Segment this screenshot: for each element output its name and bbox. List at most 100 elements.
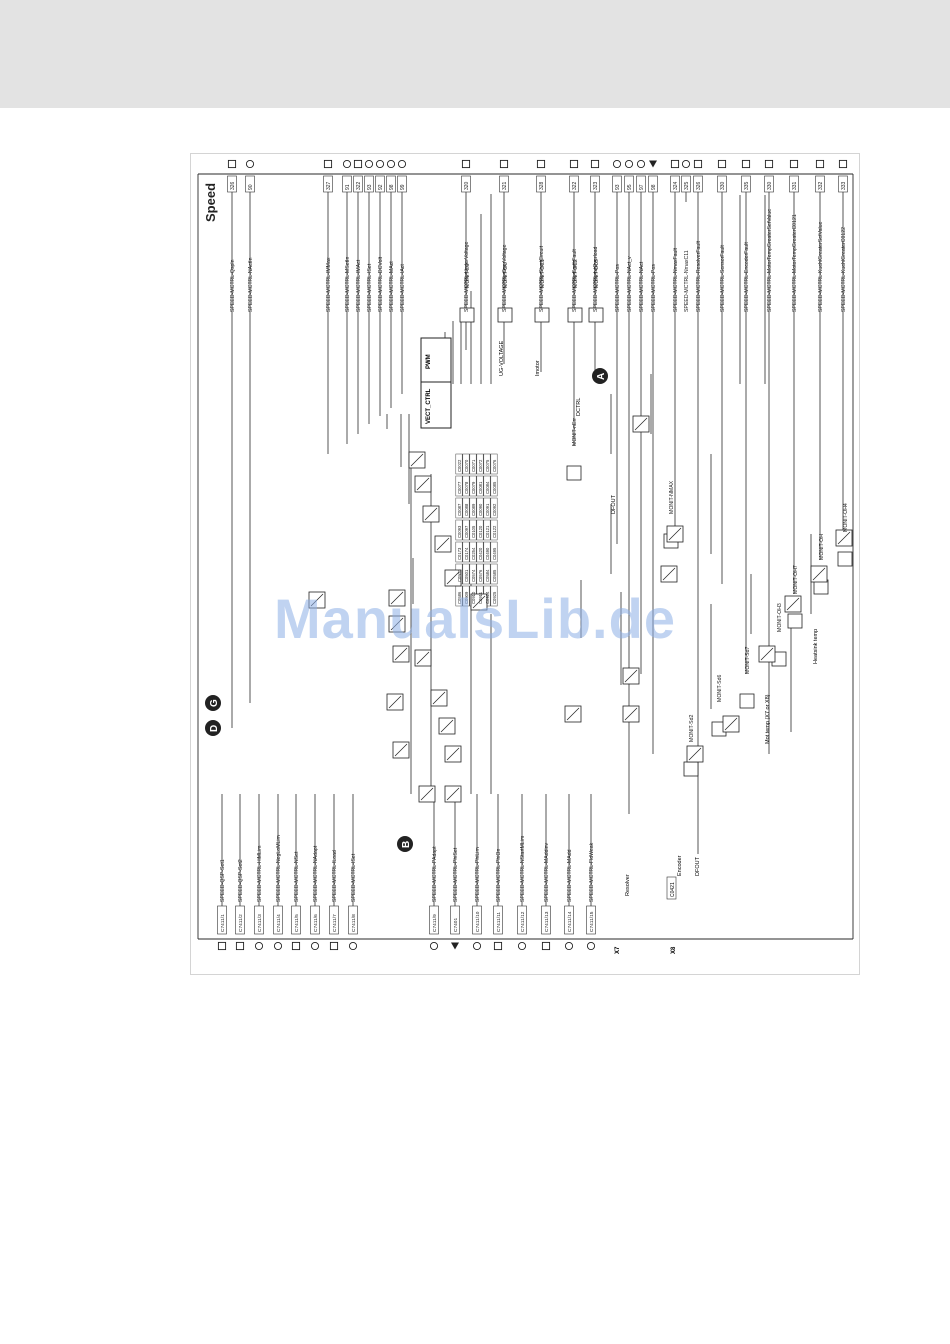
- bottom-input-code: C7411/13: [544, 911, 550, 932]
- function-block-symbol: [472, 595, 486, 609]
- top-output-label: SPEED-MCTRL-ShortCircuit: [539, 245, 545, 312]
- dctrl-label: DCTRL: [576, 398, 582, 416]
- top-output-pin: [342, 159, 352, 169]
- param-code-label: C0087: [457, 503, 462, 516]
- top-output-label: SPEED-MCTRL-DCVolt: [378, 256, 384, 312]
- monitor-block: [588, 307, 604, 323]
- param-code-label: C0022: [457, 459, 462, 472]
- param-code-label: C0120: [478, 525, 483, 538]
- bottom-input-pin: [217, 941, 227, 951]
- top-output-pin: [353, 159, 363, 169]
- input-code-box: [329, 905, 339, 935]
- marker-a-label: A: [596, 373, 607, 380]
- monitor-label: MONIT-OH: [819, 534, 825, 560]
- top-output-label: SPEED-MCTRL-IxtOverload: [593, 246, 599, 312]
- function-block-symbol: [446, 787, 460, 801]
- monitor-label: MONIT-OH7: [793, 565, 799, 594]
- param-code-label: C0576: [478, 569, 483, 582]
- top-output-code: 326: [696, 181, 702, 190]
- pwm-label: PWM: [426, 354, 432, 369]
- top-output-code: 327: [326, 181, 332, 190]
- function-block-symbol: [390, 591, 404, 605]
- param-code-box: [490, 453, 498, 475]
- bottom-input-code: C7411/6: [313, 914, 319, 932]
- heatsink-temp-label: Heatsink temp: [813, 629, 819, 664]
- bottom-input-label: SPEED-MCTRL-FldWeak: [589, 842, 595, 902]
- function-block-symbol: [394, 743, 408, 757]
- top-output-label: SPEED-MCTRL-NActIn: [248, 257, 254, 312]
- function-block-symbol: [668, 527, 682, 541]
- param-code-label: C0105: [471, 525, 476, 538]
- monitor-block: [837, 551, 853, 567]
- top-output-label: SPEED-MCTRL-EncoderFault: [744, 242, 750, 312]
- function-block-symbol: [446, 747, 460, 761]
- input-code-box: [564, 905, 574, 935]
- param-code-box: [462, 541, 470, 563]
- monitor-block: [566, 465, 582, 481]
- param-code-label: C0500: [457, 569, 462, 582]
- param-code-label: C0501: [464, 569, 469, 582]
- param-code-label: C0084: [485, 481, 490, 494]
- param-code-label: C0071: [471, 459, 476, 472]
- monitor-label: MONIT-LU: [465, 263, 471, 288]
- function-block-symbol: [432, 691, 446, 705]
- top-output-label: SPEED-MCTRL-IMMax: [326, 257, 332, 312]
- param-code-label: C0925: [492, 591, 497, 604]
- output-code-box: [569, 175, 579, 193]
- input-code-box: [254, 905, 264, 935]
- bottom-input-label: SPEED-MCTRL-PAdapt: [432, 846, 438, 902]
- top-output-label: SPEED-MCTRL-KuehlGreaterSetValue: [818, 221, 824, 312]
- top-output-label: SPEED-MCTRL-KuehlGreaterC0122: [841, 227, 847, 312]
- function-block-symbol: [440, 719, 454, 733]
- function-block-symbol: [812, 567, 826, 581]
- param-code-box: [483, 453, 491, 475]
- param-code-label: C0585: [492, 569, 497, 582]
- bottom-input-code: C7411/5: [294, 914, 300, 932]
- param-code-label: C0081: [478, 481, 483, 494]
- input-code-box: [291, 905, 301, 935]
- bottom-input-pin: [329, 941, 339, 951]
- param-code-box: [455, 475, 463, 497]
- function-block-symbol: [760, 647, 774, 661]
- output-code-box: [681, 175, 691, 193]
- param-code-label: C0088: [464, 503, 469, 516]
- top-output-pin: [612, 159, 622, 169]
- top-output-label: SPEED-MCTRL-UnderVoltage: [464, 242, 470, 312]
- top-output-code: 333: [841, 181, 847, 190]
- output-code-box: [670, 175, 680, 193]
- param-code-label: C0075: [485, 459, 490, 472]
- param-code-label: C0092: [492, 503, 497, 516]
- function-block-symbol: [624, 707, 638, 721]
- top-output-pin: [386, 159, 396, 169]
- bottom-input-code: C7401: [453, 918, 459, 932]
- bottom-input-label: SPEED-MCTRL-MAdd: [567, 849, 573, 902]
- monitor-label: MONIT-OC1: [540, 259, 546, 288]
- top-output-label: SPEED-MCTRL-NmaxC11: [684, 250, 690, 312]
- marker-d-circle: [205, 720, 221, 736]
- bottom-input-code: C7411/14: [567, 911, 573, 932]
- param-code-box: [469, 453, 477, 475]
- monitor-label: MONIT-Sd6: [717, 675, 723, 702]
- param-code-label: C0070: [464, 459, 469, 472]
- bottom-input-code: C7411/4: [276, 914, 282, 932]
- bottom-input-label: SPEED-MCTRL-NStartMLim: [520, 836, 526, 902]
- param-code-label: C0093: [457, 525, 462, 538]
- monitor-block: [497, 307, 513, 323]
- top-output-pin: [590, 159, 600, 169]
- output-code-box: [461, 175, 471, 193]
- param-code-label: C0910: [471, 591, 476, 604]
- bottom-input-pin: [541, 941, 551, 951]
- param-code-box: [462, 563, 470, 585]
- param-code-box: [469, 497, 477, 519]
- monitor-label: MONIT-OC2: [573, 259, 579, 288]
- function-block-symbol: [724, 717, 738, 731]
- input-code-box: [348, 905, 358, 935]
- top-output-pin: [624, 159, 634, 169]
- top-output-pin: [789, 159, 799, 169]
- monitor-label: MONIT-nErr: [572, 418, 578, 446]
- param-code-label: C0078: [464, 481, 469, 494]
- bottom-input-label: SPEED-MCTRL-ISet: [351, 853, 357, 902]
- bottom-input-code: C7411/15: [589, 911, 595, 932]
- monitor-label: MONIT-OU: [503, 262, 509, 288]
